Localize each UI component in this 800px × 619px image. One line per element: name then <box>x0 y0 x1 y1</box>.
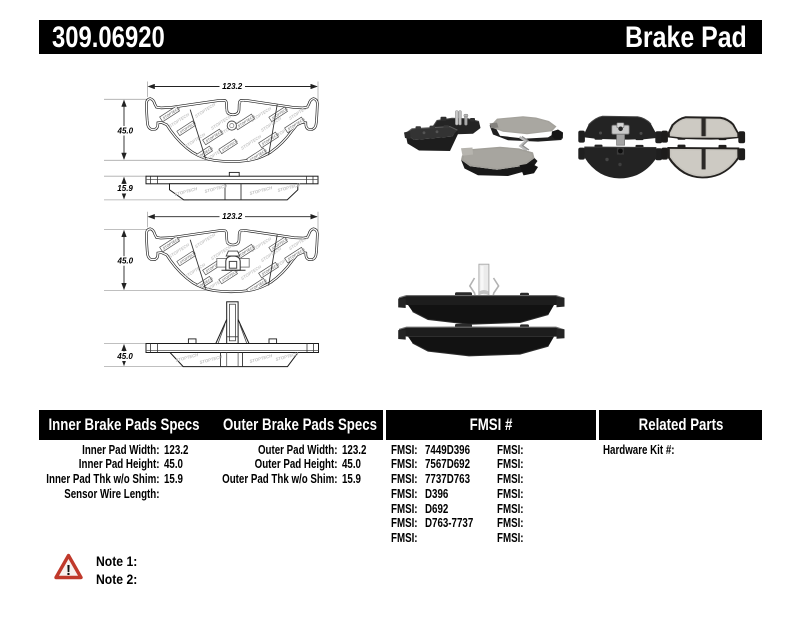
svg-text:STOPTECH: STOPTECH <box>204 183 229 194</box>
svg-text:STOPTECH: STOPTECH <box>277 182 302 193</box>
svg-text:STOPTECH: STOPTECH <box>174 186 199 197</box>
svg-text:STOPTECH: STOPTECH <box>175 352 200 363</box>
svg-text:STOPTECH: STOPTECH <box>249 353 274 364</box>
svg-text:123.2: 123.2 <box>222 212 243 221</box>
svg-text:45.0: 45.0 <box>117 126 134 135</box>
svg-text:STOPTECH: STOPTECH <box>249 185 274 196</box>
svg-text:15.9: 15.9 <box>117 184 133 193</box>
svg-text:45.0: 45.0 <box>117 257 134 266</box>
svg-text:123.2: 123.2 <box>222 82 243 91</box>
svg-text:!: ! <box>66 562 71 579</box>
svg-text:45.0: 45.0 <box>116 352 133 361</box>
svg-text:STOPTECH: STOPTECH <box>275 351 300 362</box>
svg-text:STOPTECH: STOPTECH <box>199 354 224 365</box>
